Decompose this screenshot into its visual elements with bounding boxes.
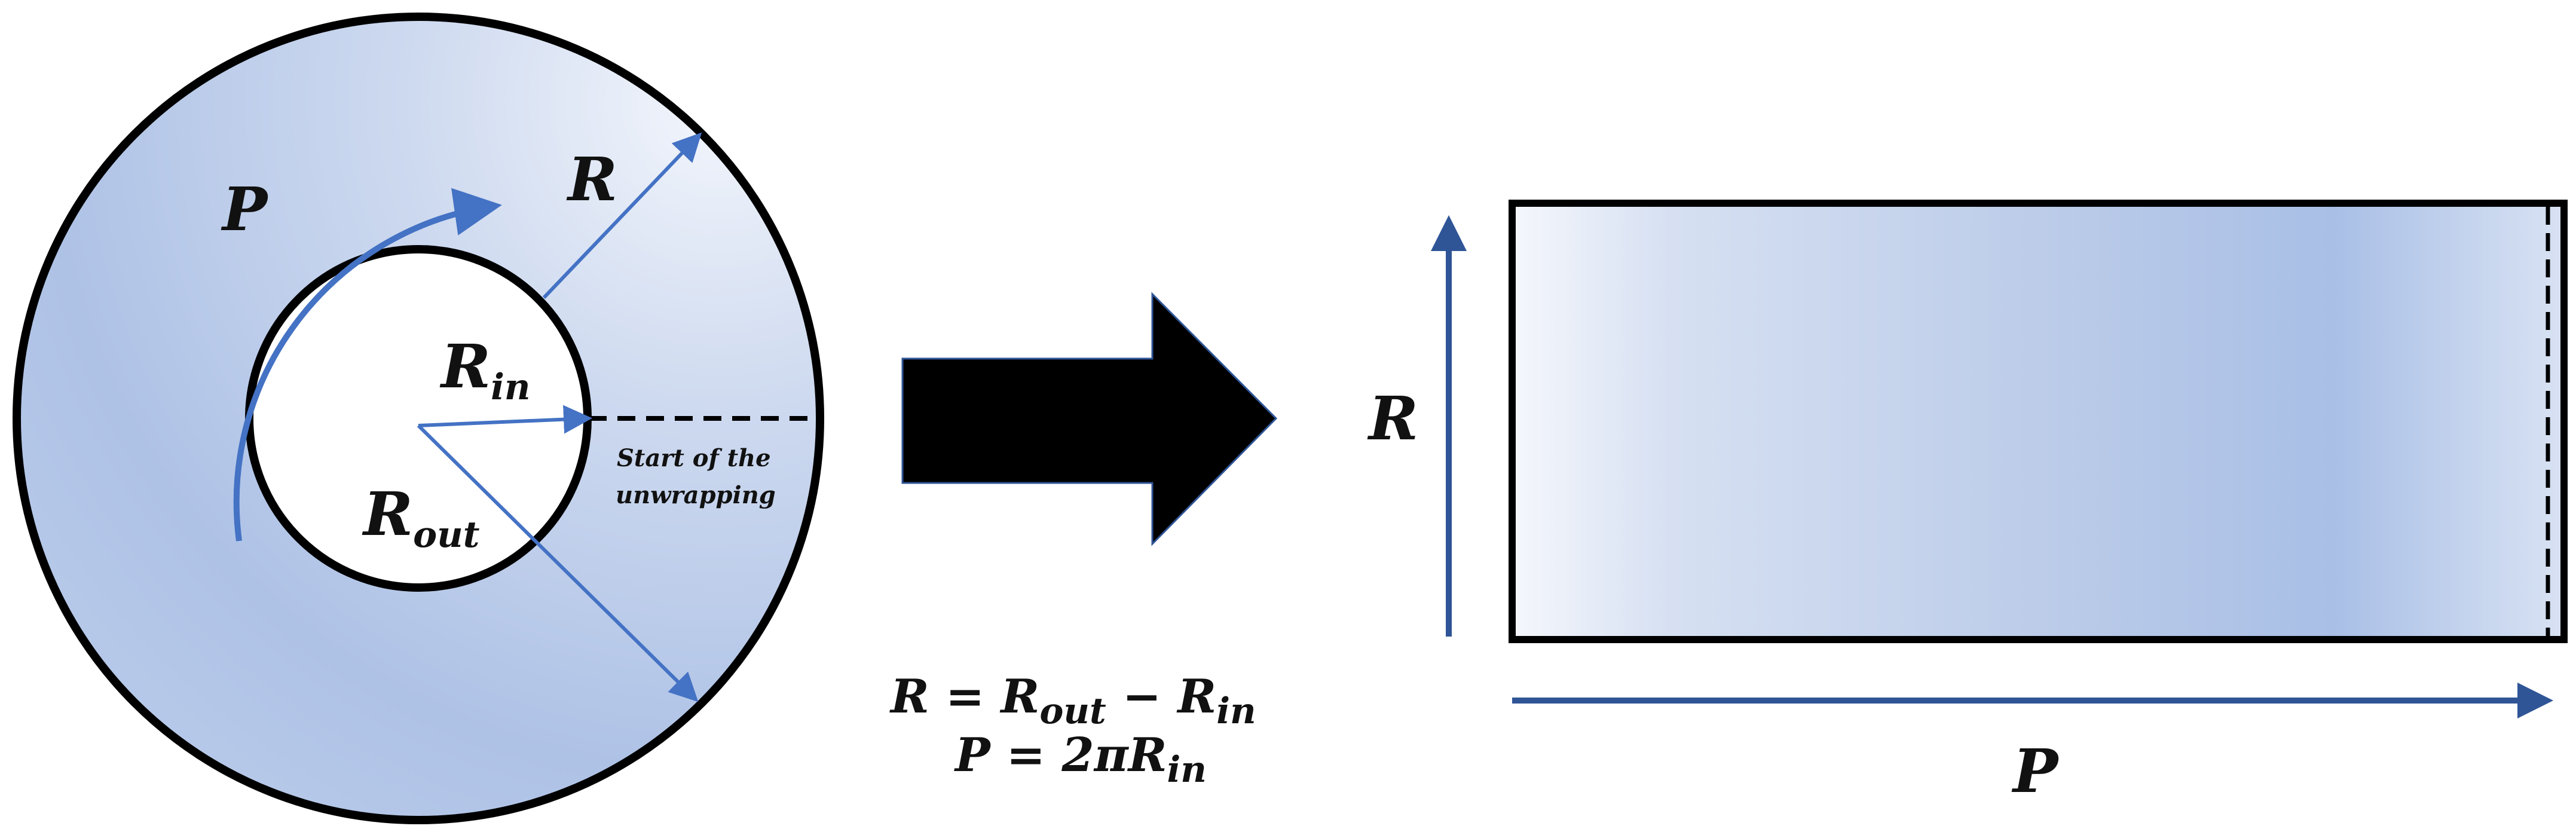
- radius-r-out-arrow: [417, 424, 699, 702]
- p-axis-label: P: [2011, 736, 2060, 806]
- radius-label: R: [566, 144, 617, 215]
- start-note: Start of the unwrapping: [616, 444, 779, 509]
- radius-r-arrow: [542, 132, 702, 299]
- equation-p: P = 2πRin: [954, 728, 1207, 791]
- r-in-label: Rin: [439, 331, 531, 408]
- annulus: P R Rin Rout Start of the unwrapping: [13, 13, 824, 824]
- r-axis-label: R: [1367, 383, 1418, 454]
- start-note-line-1: Start of the: [617, 444, 771, 472]
- unwrapped-rectangle: R P: [1367, 200, 2568, 806]
- r-out-label: Rout: [362, 479, 480, 556]
- start-note-line-2: unwrapping: [616, 481, 776, 509]
- equations: R = Rout − Rin P = 2πRin: [889, 669, 1256, 791]
- perimeter-label: P: [221, 174, 269, 244]
- perimeter-arc-arrow: [233, 188, 502, 542]
- radius-r-in-arrow: [418, 405, 592, 434]
- transform-arrow: [901, 292, 1278, 546]
- equation-r: R = Rout − Rin: [889, 669, 1256, 732]
- unwrapped-rect: [1509, 200, 2568, 643]
